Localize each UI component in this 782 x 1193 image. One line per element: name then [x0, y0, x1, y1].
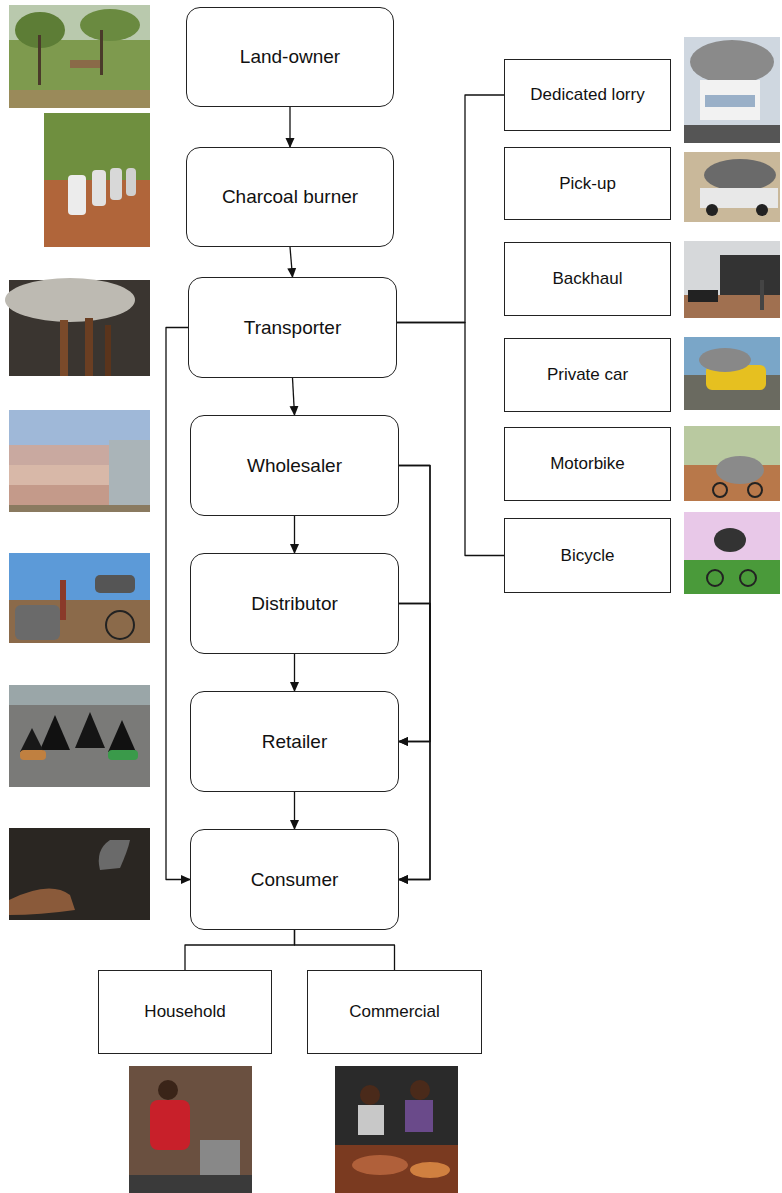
sacks-photo — [44, 113, 150, 247]
charcoal-piles-photo — [9, 685, 150, 787]
flow-connector — [294, 654, 295, 691]
commercial-photo — [335, 1066, 458, 1193]
flow-connector — [290, 247, 293, 277]
car-photo — [684, 337, 780, 410]
node-label: Private car — [547, 365, 628, 385]
node-label: Household — [144, 1002, 225, 1022]
flow-connector — [399, 604, 430, 880]
process-box: Distributor — [190, 553, 399, 654]
node-label: Retailer — [262, 731, 327, 753]
process-box: Transporter — [188, 277, 397, 378]
flow-connector — [399, 604, 430, 742]
node-label: Transporter — [244, 317, 342, 339]
process-box: Retailer — [190, 691, 399, 792]
household-photo — [129, 1066, 252, 1193]
flow-connector — [185, 930, 295, 970]
flow-connector — [166, 328, 190, 880]
node-label: Wholesaler — [247, 455, 342, 477]
carrier-photo — [5, 278, 150, 376]
process-box: Consumer — [190, 829, 399, 930]
node-label: Consumer — [251, 869, 339, 891]
node-label: Motorbike — [550, 454, 625, 474]
node-label: Bicycle — [561, 546, 615, 566]
node-label: Pick-up — [559, 174, 616, 194]
category-box: Dedicated lorry — [504, 59, 671, 131]
node-label: Dedicated lorry — [530, 85, 644, 105]
category-box: Backhaul — [504, 242, 671, 316]
node-label: Backhaul — [553, 269, 623, 289]
flow-connector — [397, 323, 504, 556]
category-box: Commercial — [307, 970, 482, 1054]
category-box: Bicycle — [504, 518, 671, 593]
flow-connector — [397, 95, 504, 323]
node-label: Charcoal burner — [222, 186, 358, 208]
node-label: Commercial — [349, 1002, 440, 1022]
motorbike-photo — [684, 426, 780, 501]
bicycle-sacks-photo — [9, 553, 150, 643]
process-box: Wholesaler — [190, 415, 399, 516]
field-photo — [9, 5, 150, 108]
node-label: Distributor — [251, 593, 338, 615]
hands-photo — [9, 828, 150, 920]
process-box: Charcoal burner — [186, 147, 394, 247]
flow-connector — [293, 378, 295, 415]
lorry-photo — [684, 37, 780, 143]
bicycle-photo — [684, 512, 780, 594]
flow-connector — [295, 930, 395, 970]
category-box: Pick-up — [504, 147, 671, 220]
backhaul-photo — [684, 241, 780, 318]
flow-connector — [289, 107, 290, 147]
node-label: Land-owner — [240, 46, 340, 68]
pickup-photo — [684, 152, 780, 222]
flow-connector — [294, 516, 295, 553]
category-box: Private car — [504, 338, 671, 412]
flow-connector — [399, 466, 430, 880]
category-box: Motorbike — [504, 427, 671, 501]
process-box: Land-owner — [186, 7, 394, 107]
stack-photo — [9, 410, 150, 512]
flow-connector — [294, 792, 295, 829]
category-box: Household — [98, 970, 272, 1054]
